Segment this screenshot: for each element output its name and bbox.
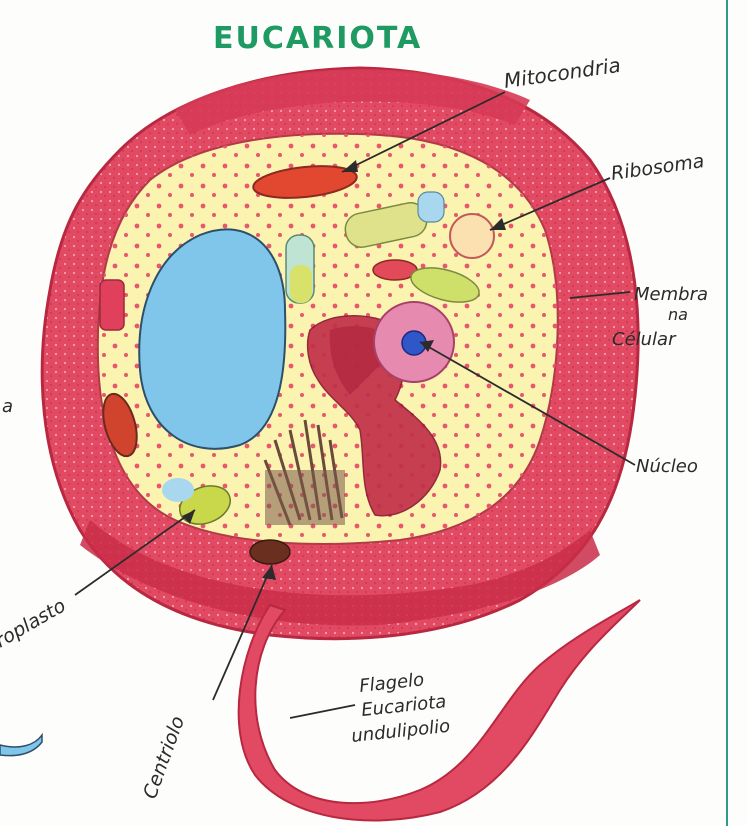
label-flagelo-1: Flagelo <box>358 669 425 697</box>
plastid-vertical-fill <box>290 265 312 303</box>
plastid-blue <box>418 192 444 222</box>
fiber-shade <box>265 470 345 525</box>
label-membrana-3: Célular <box>612 329 677 350</box>
chloroplast-blue <box>162 478 194 502</box>
label-membrana-1: Membra <box>634 284 708 305</box>
label-nucleo: Núcleo <box>636 456 698 477</box>
label-ribosoma: Ribosoma <box>610 150 706 185</box>
diagram-title: EUCARIOTA <box>213 21 422 56</box>
label-cloroplasto: roplasto <box>0 595 70 653</box>
cut-off-fragment <box>0 735 42 756</box>
ribosoma-circle <box>450 214 494 258</box>
label-mitocondria: Mitocondria <box>502 53 622 93</box>
centriole <box>250 540 290 564</box>
label-membrana-2: na <box>668 305 688 324</box>
label-cut-left: a <box>2 396 13 417</box>
mitochondria-left <box>100 280 124 330</box>
label-centriolo: Centriolo <box>139 713 189 801</box>
